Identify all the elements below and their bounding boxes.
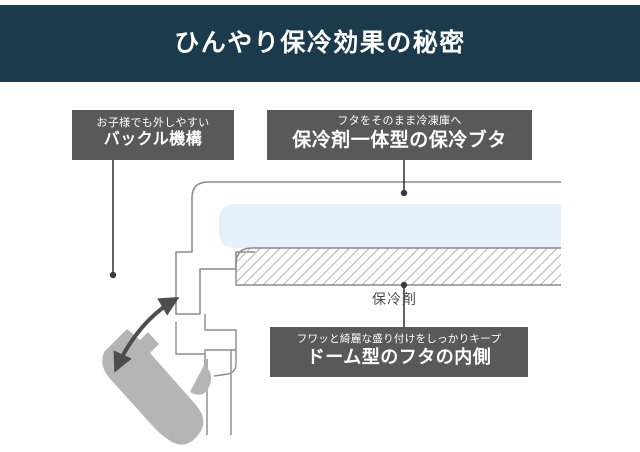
callout-dome: フワッと綺麗な盛り付けをしっかりキープ ドーム型のフタの内側	[270, 327, 528, 377]
callout-buckle-title: バックル機構	[103, 131, 203, 149]
rotation-arrow	[113, 296, 180, 373]
page-title: ひんやり保冷効果の秘密	[174, 29, 466, 57]
buckle-mechanism-part	[102, 329, 212, 445]
callout-dome-title: ドーム型のフタの内側	[306, 346, 492, 367]
callout-buckle-subtitle: お子様でも外しやすい	[96, 116, 210, 129]
callout-coolant-lid: フタをそのまま冷凍庫へ 保冷剤一体型の保冷ブタ	[267, 110, 532, 160]
callout-coolant-lid-title: 保冷剤一体型の保冷ブタ	[292, 129, 507, 151]
coolant-band-label: 保冷剤	[372, 291, 417, 307]
header-band: ひんやり保冷効果の秘密	[0, 5, 640, 82]
diagram-illustration	[102, 132, 561, 445]
callout-dome-subtitle: フワッと綺麗な盛り付けをしっかりキープ	[296, 332, 502, 345]
leader-line-dome	[400, 281, 408, 327]
lid-shell-outline	[175, 181, 561, 315]
product-cross-section-diagram: 保冷剤	[0, 82, 640, 452]
callout-coolant-lid-subtitle: フタをそのまま冷凍庫へ	[337, 114, 462, 127]
coolant-band	[219, 204, 561, 248]
container-body-walls	[206, 350, 232, 435]
callout-buckle: お子様でも外しやすい バックル機構	[72, 110, 234, 160]
dome-inner-hatched-region	[235, 247, 561, 286]
